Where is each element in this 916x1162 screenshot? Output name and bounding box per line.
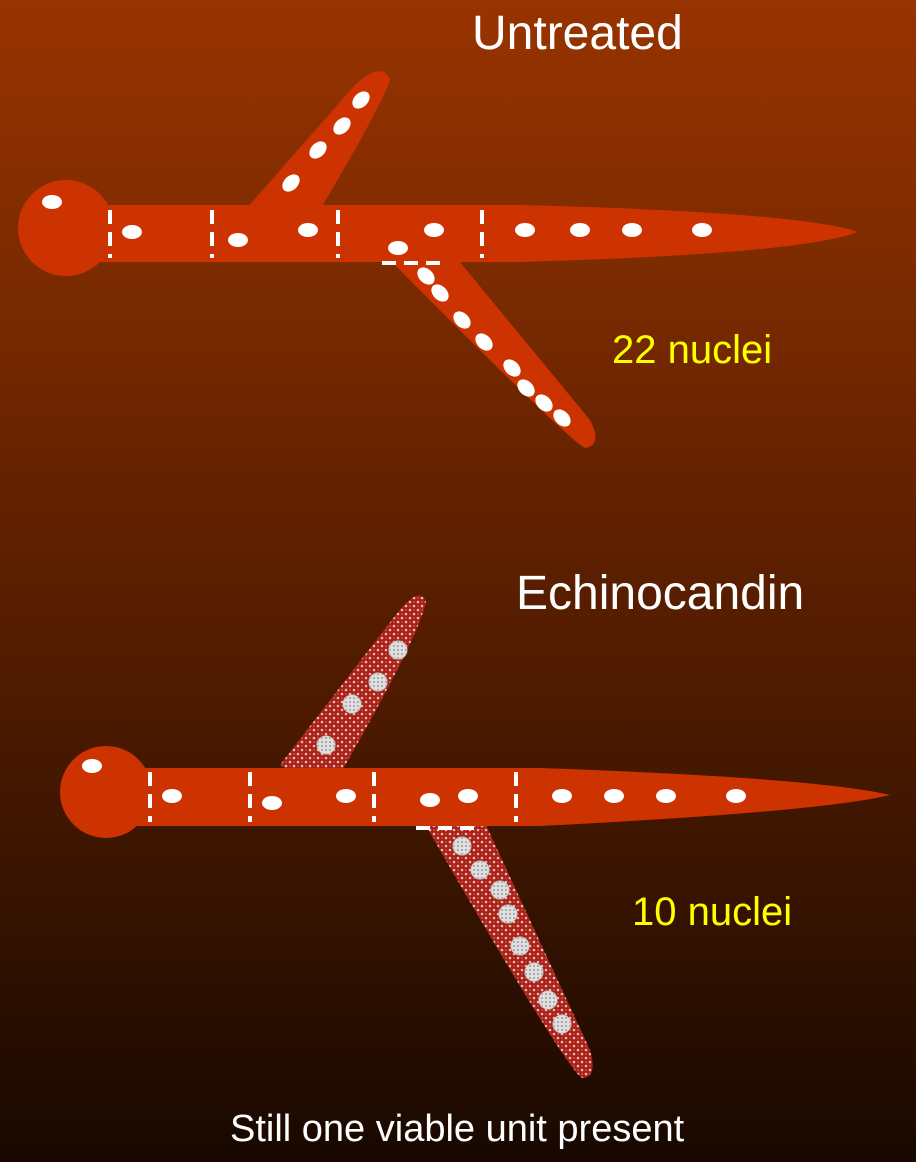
degraded-nucleus — [317, 736, 335, 754]
nucleus — [228, 233, 248, 247]
degraded-nucleus — [343, 695, 361, 713]
nucleus — [726, 789, 746, 803]
nucleus — [552, 789, 572, 803]
echinocandin-lower-branch — [418, 812, 593, 1078]
degraded-nucleus — [369, 673, 387, 691]
nucleus — [298, 223, 318, 237]
degraded-nucleus — [511, 937, 529, 955]
degraded-nucleus — [539, 991, 557, 1009]
degraded-nucleus — [553, 1015, 571, 1033]
degraded-nucleus — [453, 837, 471, 855]
nucleus — [656, 789, 676, 803]
nucleus — [122, 225, 142, 239]
nucleus — [262, 796, 282, 810]
nucleus — [336, 789, 356, 803]
nucleus — [420, 793, 440, 807]
untreated-main-hypha — [92, 205, 858, 262]
degraded-nucleus — [525, 963, 543, 981]
nucleus — [424, 223, 444, 237]
echinocandin-main-hypha — [130, 768, 890, 826]
degraded-nucleus — [499, 905, 517, 923]
nucleus — [82, 759, 102, 773]
nucleus — [458, 789, 478, 803]
untreated-spore — [18, 180, 114, 276]
untreated-hypha — [18, 71, 858, 448]
degraded-nucleus — [471, 861, 489, 879]
nucleus — [692, 223, 712, 237]
degraded-nucleus — [491, 881, 509, 899]
nucleus — [622, 223, 642, 237]
nucleus — [42, 195, 62, 209]
degraded-nucleus — [389, 641, 407, 659]
nucleus — [515, 223, 535, 237]
nucleus — [388, 241, 408, 255]
nucleus — [570, 223, 590, 237]
echinocandin-spore — [60, 746, 152, 838]
nucleus — [604, 789, 624, 803]
echinocandin-hypha — [60, 595, 890, 1078]
nucleus — [162, 789, 182, 803]
